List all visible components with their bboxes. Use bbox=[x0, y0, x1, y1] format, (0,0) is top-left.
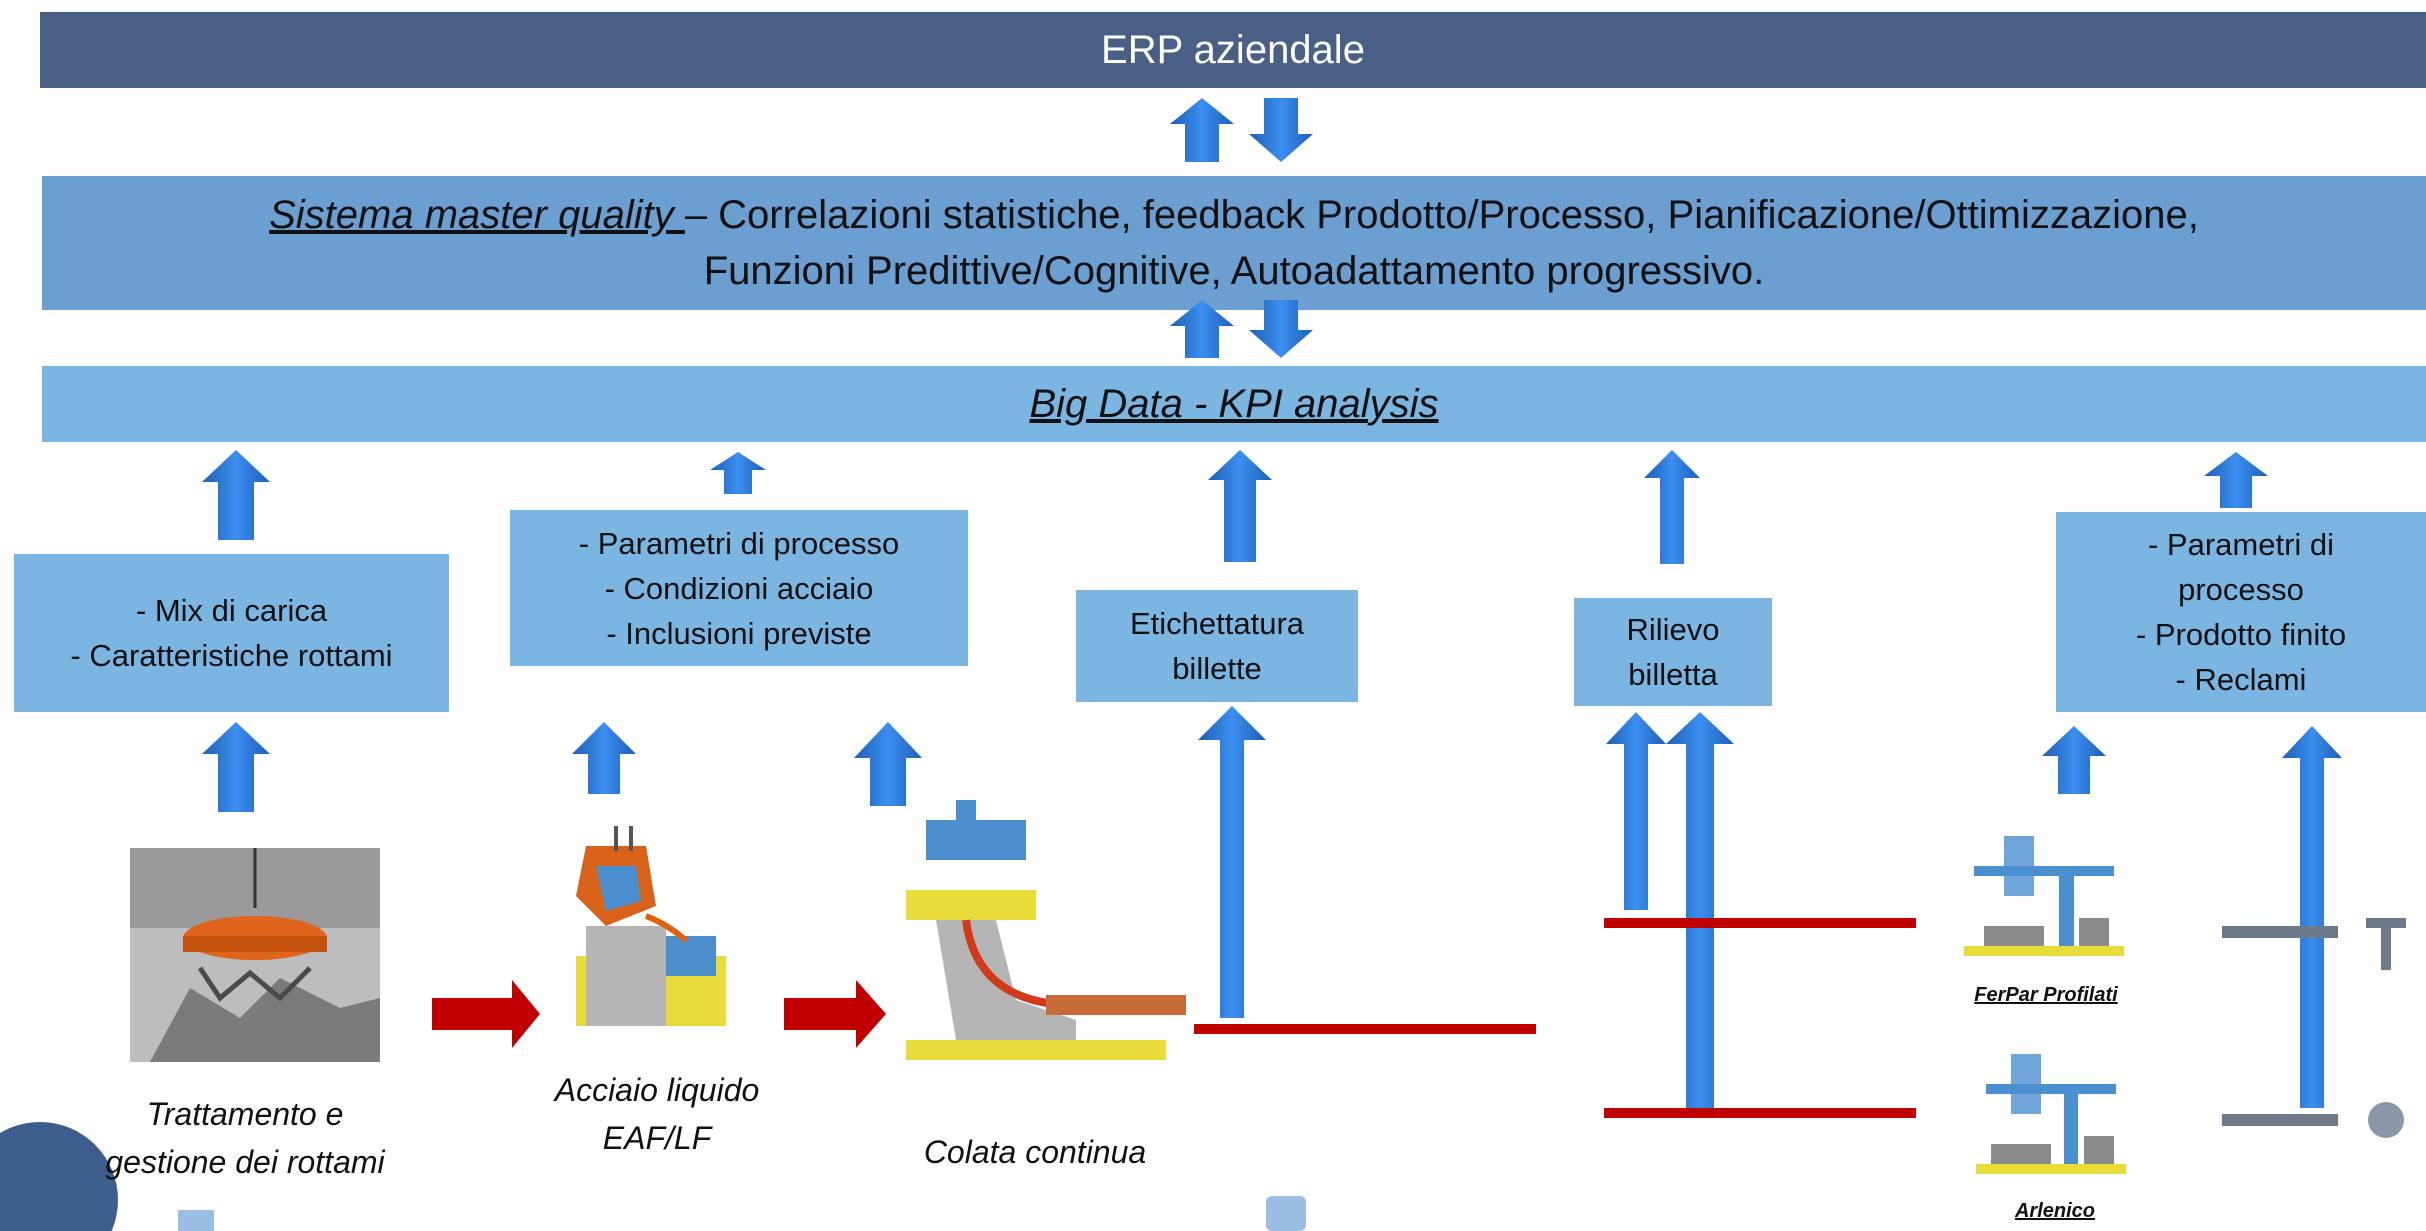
box-process-info: - Parametri di processo - Condizioni acc… bbox=[510, 510, 968, 666]
arrow-process-to-bigdata bbox=[710, 452, 766, 494]
arrow-billet1-to-survey bbox=[1606, 712, 1666, 910]
erp-bar: ERP aziendale bbox=[40, 12, 2426, 88]
decorative-tab-left bbox=[178, 1210, 214, 1231]
arlenico-mill-illustration bbox=[1976, 1054, 2126, 1174]
flow-arrow-eaf-to-casting bbox=[784, 980, 886, 1048]
caption-ferpar: FerPar Profilati bbox=[1974, 984, 2118, 1006]
erp-title: ERP aziendale bbox=[1101, 27, 1365, 72]
arrow-scrap-to-box bbox=[202, 722, 270, 812]
arrow-casting-to-box bbox=[854, 722, 922, 806]
master-line-2: Funzioni Predittive/Cognitive, Autoadatt… bbox=[703, 249, 1765, 293]
decorative-circle bbox=[0, 1122, 118, 1231]
master-quality-bar: Sistema master quality – Correlazioni st… bbox=[42, 176, 2426, 310]
arrow-eaf-to-box bbox=[572, 722, 636, 794]
big-data-bar: Big Data - KPI analysis bbox=[42, 366, 2426, 442]
scrap-magnet-illustration bbox=[130, 848, 380, 1062]
arrow-survey-to-bigdata bbox=[1644, 450, 1700, 564]
decorative-tab-center bbox=[1266, 1196, 1306, 1231]
product-bar-lower bbox=[2222, 1114, 2338, 1126]
product-bar-upper bbox=[2222, 926, 2338, 938]
arrow-billet2-to-survey bbox=[1666, 712, 1734, 1108]
big-data-title: Big Data - KPI analysis bbox=[1029, 381, 1439, 426]
flow-arrow-scrap-to-eaf bbox=[432, 980, 540, 1048]
continuous-casting-illustration bbox=[906, 800, 1186, 1060]
caption-steel: Acciaio liquido EAF/LF bbox=[554, 1072, 760, 1156]
box-billet-survey: Rilievo billetta bbox=[1574, 598, 1772, 706]
arrow-arlenico-to-final bbox=[2282, 726, 2342, 1108]
erp-up-arrow bbox=[1170, 98, 1234, 162]
billet-line-casting bbox=[1194, 1024, 1536, 1034]
t-profile-icon bbox=[2366, 918, 2406, 970]
caption-scrap: Trattamento e gestione dei rottami bbox=[105, 1096, 385, 1180]
arrow-billet-to-labeling bbox=[1198, 706, 1266, 1018]
master-down-arrow bbox=[1249, 300, 1313, 358]
arrow-final-to-bigdata bbox=[2204, 452, 2268, 508]
round-bar-icon bbox=[2368, 1102, 2404, 1138]
caption-arlenico: Arlenico bbox=[2014, 1200, 2096, 1222]
master-line-1: Sistema master quality – Correlazioni st… bbox=[269, 187, 2199, 243]
ferpar-mill-illustration bbox=[1964, 836, 2124, 956]
erp-down-arrow bbox=[1249, 98, 1313, 162]
master-up-arrow bbox=[1170, 300, 1234, 358]
box-scrap-info: - Mix di carica - Caratteristiche rottam… bbox=[14, 554, 449, 712]
box-final-product: - Parametri di processo - Prodotto finit… bbox=[2056, 512, 2426, 712]
eaf-illustration bbox=[576, 826, 726, 1026]
master-title: Sistema master quality bbox=[269, 193, 685, 237]
arrow-scrap-to-bigdata bbox=[202, 450, 270, 540]
billet-line-lower bbox=[1604, 1108, 1916, 1118]
billet-line-upper bbox=[1604, 918, 1916, 928]
box-billet-labeling: Etichettatura billette bbox=[1076, 590, 1358, 702]
arrow-labeling-to-bigdata bbox=[1208, 450, 1272, 562]
caption-casting: Colata continua bbox=[923, 1134, 1147, 1170]
arrow-ferpar-to-final bbox=[2042, 726, 2106, 794]
master-line1-rest: – Correlazioni statistiche, feedback Pro… bbox=[684, 193, 2199, 237]
